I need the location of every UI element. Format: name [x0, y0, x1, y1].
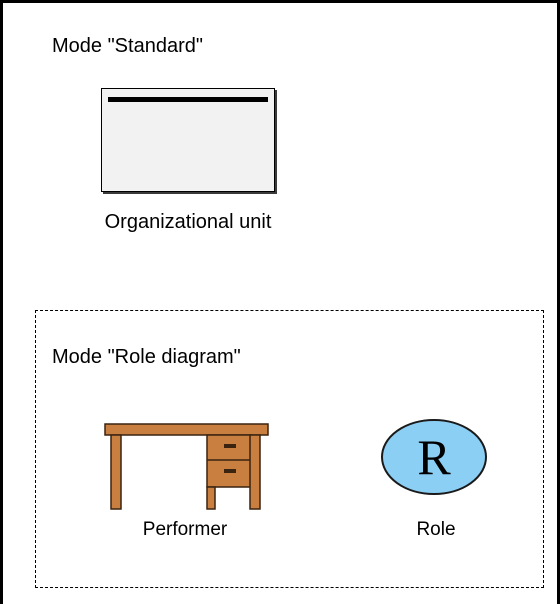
org-unit-header-bar [108, 97, 268, 102]
role-letter: R [417, 429, 451, 485]
mode-role-diagram-title: Mode "Role diagram" [52, 346, 241, 368]
frame-top-border [0, 0, 560, 3]
performer-label: Performer [142, 519, 228, 540]
mode-standard-title: Mode "Standard" [52, 35, 203, 57]
role-label: Role [416, 519, 456, 540]
role-diagram-group [35, 310, 544, 588]
org-unit-box-icon[interactable] [101, 88, 275, 192]
role-circle-icon[interactable]: R [380, 417, 492, 497]
frame-left-border [0, 0, 3, 604]
org-unit-label: Organizational unit [104, 211, 272, 233]
frame-right-border [557, 0, 560, 604]
desk-icon[interactable] [104, 420, 270, 512]
